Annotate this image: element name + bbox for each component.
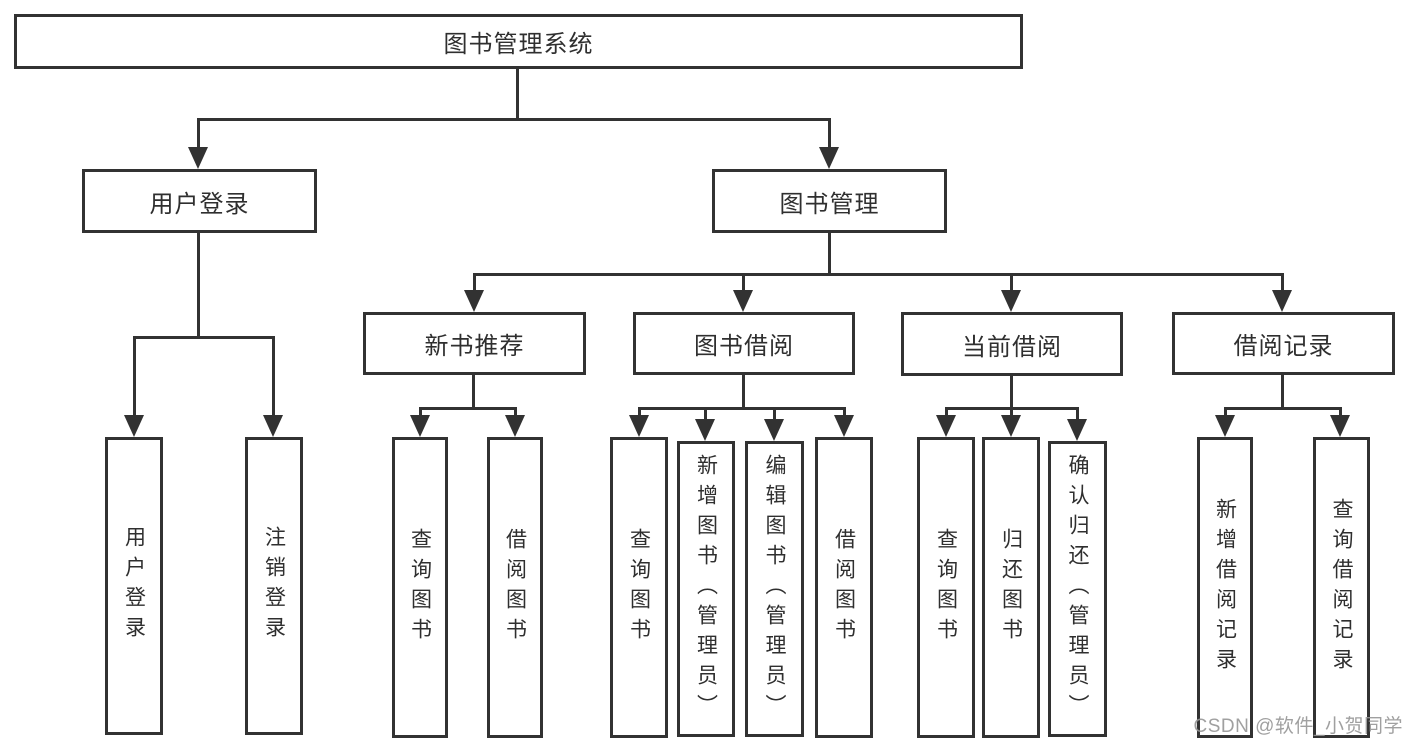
arrowhead-rec-query (410, 415, 430, 437)
arrowhead-bb-query (629, 415, 649, 437)
node-user-login: 用户登录 (82, 169, 317, 233)
connector-arm-cb-query (945, 407, 948, 417)
leaf-cb-return-book: 归还图书 (982, 437, 1040, 738)
leaf-bb-add-book-label: 新增图书（管理员） (694, 454, 718, 724)
connector-new-rec-stem (472, 375, 475, 409)
connector-arm-rec-borrow (514, 407, 517, 417)
connector-book-mgmt-stem (828, 233, 831, 275)
leaf-logout: 注销登录 (245, 437, 303, 735)
connector-book-mgmt-hline (473, 273, 1283, 276)
connector-arm-current-borrow (1010, 273, 1013, 292)
connector-current-borrow-stem (1010, 375, 1013, 409)
connector-root-stem (516, 69, 519, 120)
connector-arm-rec-query (419, 407, 422, 417)
csdn-watermark: CSDN @软件_小贺同学 (1193, 716, 1403, 737)
connector-arm-book-mgmt (828, 118, 831, 149)
node-new-book-rec-label: 新书推荐 (424, 333, 525, 360)
leaf-bb-query-book: 查询图书 (610, 437, 668, 738)
arrowhead-user-login (188, 147, 208, 169)
node-current-borrow: 当前借阅 (901, 312, 1123, 376)
node-root-label: 图书管理系统 (443, 31, 594, 58)
leaf-user-login-label: 用户登录 (122, 526, 146, 646)
arrowhead-leaf-user-login (124, 415, 144, 437)
leaf-br-add-record-label: 新增借阅记录 (1213, 497, 1237, 678)
leaf-bb-edit-book: 编辑图书（管理员） (745, 441, 804, 737)
leaf-cb-confirm-return: 确认归还（管理员） (1048, 441, 1107, 737)
leaf-br-add-record: 新增借阅记录 (1197, 437, 1253, 738)
connector-borrow-records-hline (1224, 407, 1342, 410)
connector-arm-book-borrow (742, 273, 745, 292)
arrowhead-cb-return (1001, 415, 1021, 437)
leaf-cb-return-book-label: 归还图书 (999, 527, 1023, 648)
leaf-logout-label: 注销登录 (262, 526, 286, 646)
connector-arm-leaf-user-login (133, 336, 136, 417)
arrowhead-book-borrow (733, 290, 753, 312)
node-root: 图书管理系统 (14, 14, 1023, 69)
arrowhead-br-add (1215, 415, 1235, 437)
connector-arm-br-query (1339, 407, 1342, 417)
leaf-bb-edit-book-label: 编辑图书（管理员） (763, 454, 787, 724)
node-current-borrow-label: 当前借阅 (962, 333, 1062, 361)
connector-arm-new-rec (473, 273, 476, 292)
arrowhead-leaf-logout (263, 415, 283, 437)
arrowhead-cb-query (936, 415, 956, 437)
arrowhead-borrow-records (1272, 290, 1292, 312)
connector-book-borrow-stem (742, 375, 745, 409)
arrowhead-bb-borrow (834, 415, 854, 437)
arrowhead-rec-borrow (505, 415, 525, 437)
connector-new-rec-hline (419, 407, 516, 410)
arrowhead-bb-add (695, 419, 715, 441)
leaf-br-query-record: 查询借阅记录 (1313, 437, 1370, 738)
node-book-borrow: 图书借阅 (633, 312, 855, 375)
leaf-rec-borrow-book: 借阅图书 (487, 437, 543, 738)
arrowhead-new-rec (464, 290, 484, 312)
node-borrow-records-label: 借阅记录 (1233, 333, 1334, 360)
leaf-bb-borrow-book-label: 借阅图书 (832, 527, 856, 648)
leaf-cb-query-book-label: 查询图书 (934, 527, 958, 648)
leaf-br-query-record-label: 查询借阅记录 (1330, 497, 1354, 678)
connector-root-hline (198, 118, 830, 121)
node-user-login-label: 用户登录 (149, 190, 250, 218)
connector-arm-bb-query (638, 407, 641, 417)
node-book-mgmt: 图书管理 (712, 169, 947, 233)
connector-arm-leaf-logout (272, 336, 275, 417)
connector-arm-user-login (197, 118, 200, 149)
connector-arm-borrow-records (1281, 273, 1284, 292)
leaf-rec-query-book: 查询图书 (392, 437, 448, 738)
connector-borrow-records-stem (1281, 375, 1284, 409)
leaf-cb-confirm-return-label: 确认归还（管理员） (1066, 454, 1090, 724)
connector-arm-bb-add (704, 407, 707, 421)
node-new-book-rec: 新书推荐 (363, 312, 586, 375)
connector-arm-bb-borrow (843, 407, 846, 417)
leaf-bb-borrow-book: 借阅图书 (815, 437, 873, 738)
leaf-bb-add-book: 新增图书（管理员） (677, 441, 735, 737)
connector-arm-cb-confirm (1076, 407, 1079, 421)
node-book-mgmt-label: 图书管理 (779, 190, 880, 218)
connector-book-borrow-hline (638, 407, 845, 410)
node-book-borrow-label: 图书借阅 (694, 333, 794, 360)
connector-arm-br-add (1224, 407, 1227, 417)
leaf-bb-query-book-label: 查询图书 (627, 527, 651, 648)
arrowhead-cb-confirm (1067, 419, 1087, 441)
leaf-user-login: 用户登录 (105, 437, 163, 735)
arrowhead-current-borrow (1001, 290, 1021, 312)
arrowhead-bb-edit (764, 419, 784, 441)
leaf-rec-borrow-book-label: 借阅图书 (503, 527, 527, 648)
leaf-cb-query-book: 查询图书 (917, 437, 975, 738)
connector-arm-cb-return (1010, 407, 1013, 417)
connector-user-login-hline (133, 336, 275, 339)
arrowhead-br-query (1330, 415, 1350, 437)
arrowhead-book-mgmt (819, 147, 839, 169)
node-borrow-records: 借阅记录 (1172, 312, 1395, 375)
leaf-rec-query-book-label: 查询图书 (408, 527, 432, 648)
connector-arm-bb-edit (773, 407, 776, 421)
connector-user-login-stem (197, 233, 200, 338)
